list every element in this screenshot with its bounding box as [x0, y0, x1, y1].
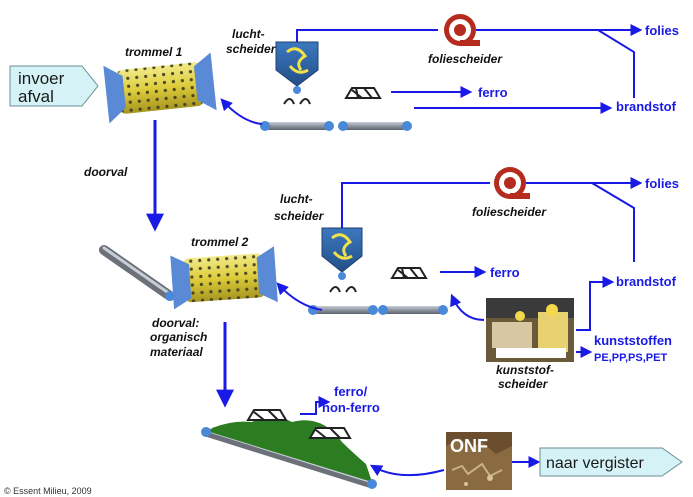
doorval-organic-label-line3: materiaal [150, 345, 203, 359]
kunststofscheider-label-line2: scheider [498, 377, 549, 391]
foliescheider2-label: foliescheider [472, 205, 547, 219]
output-ferro-2: ferro [490, 265, 520, 280]
plastic-separator-photo [486, 298, 574, 362]
doorval-organic-label-line2: organisch [150, 330, 207, 344]
output-ferro-nonferro-line1: ferro/ [334, 384, 368, 399]
flow-arrows-row2 [276, 177, 643, 358]
foil-separator-icon [444, 14, 480, 46]
magnet-icon [246, 409, 288, 421]
input-box-line1: invoer [18, 69, 65, 88]
conveyor-icon [260, 121, 412, 131]
output-kunststoffen-line1: kunststoffen [594, 333, 672, 348]
foliescheider1-label: foliescheider [428, 52, 503, 66]
doorval-label: doorval [84, 165, 128, 179]
inclined-conveyor-icon [99, 245, 175, 301]
output-digester-box: naar vergister [539, 447, 683, 477]
organic-conveyor-icon [201, 417, 377, 489]
trommel1-label: trommel 1 [125, 45, 183, 59]
output-brandstof-1: brandstof [616, 99, 677, 114]
luchtscheider2-label-line2: scheider [274, 209, 325, 223]
doorval-organic-label-line1: doorval: [152, 316, 199, 330]
output-folies-1: folies [645, 23, 679, 38]
air-separator-icon [275, 41, 319, 105]
kunststofscheider-label-line1: kunststof- [496, 363, 554, 377]
input-waste-box: invoer afval [9, 65, 99, 107]
foil-separator-icon [494, 167, 530, 199]
trommel2-label: trommel 2 [191, 235, 249, 249]
luchtscheider1-label-line1: lucht- [232, 27, 265, 41]
output-box-label: naar vergister [546, 455, 644, 472]
conveyor-icon [308, 305, 448, 315]
output-brandstof-2: brandstof [616, 274, 677, 289]
magnet-icon [390, 267, 428, 279]
luchtscheider2-label-line1: lucht- [280, 192, 313, 206]
output-ferro-nonferro-line2: non-ferro [322, 400, 380, 415]
onf-label: ONF [450, 436, 488, 456]
output-folies-2: folies [645, 176, 679, 191]
copyright-text: © Essent Milieu, 2009 [4, 486, 92, 496]
input-box-line2: afval [18, 87, 54, 106]
flow-arrows-row3 [300, 396, 541, 477]
onf-photo: ONF [446, 432, 512, 490]
magnet-icon [344, 87, 382, 99]
drum-icon [170, 246, 278, 310]
output-ferro-1: ferro [478, 85, 508, 100]
drum-icon [103, 52, 217, 124]
magnet-icon [308, 427, 352, 439]
output-kunststoffen-line2: PE,PP,PS,PET [594, 352, 667, 364]
air-separator-icon [321, 227, 363, 293]
luchtscheider1-label-line2: scheider [226, 42, 277, 56]
flow-arrows-row1 [220, 24, 643, 125]
